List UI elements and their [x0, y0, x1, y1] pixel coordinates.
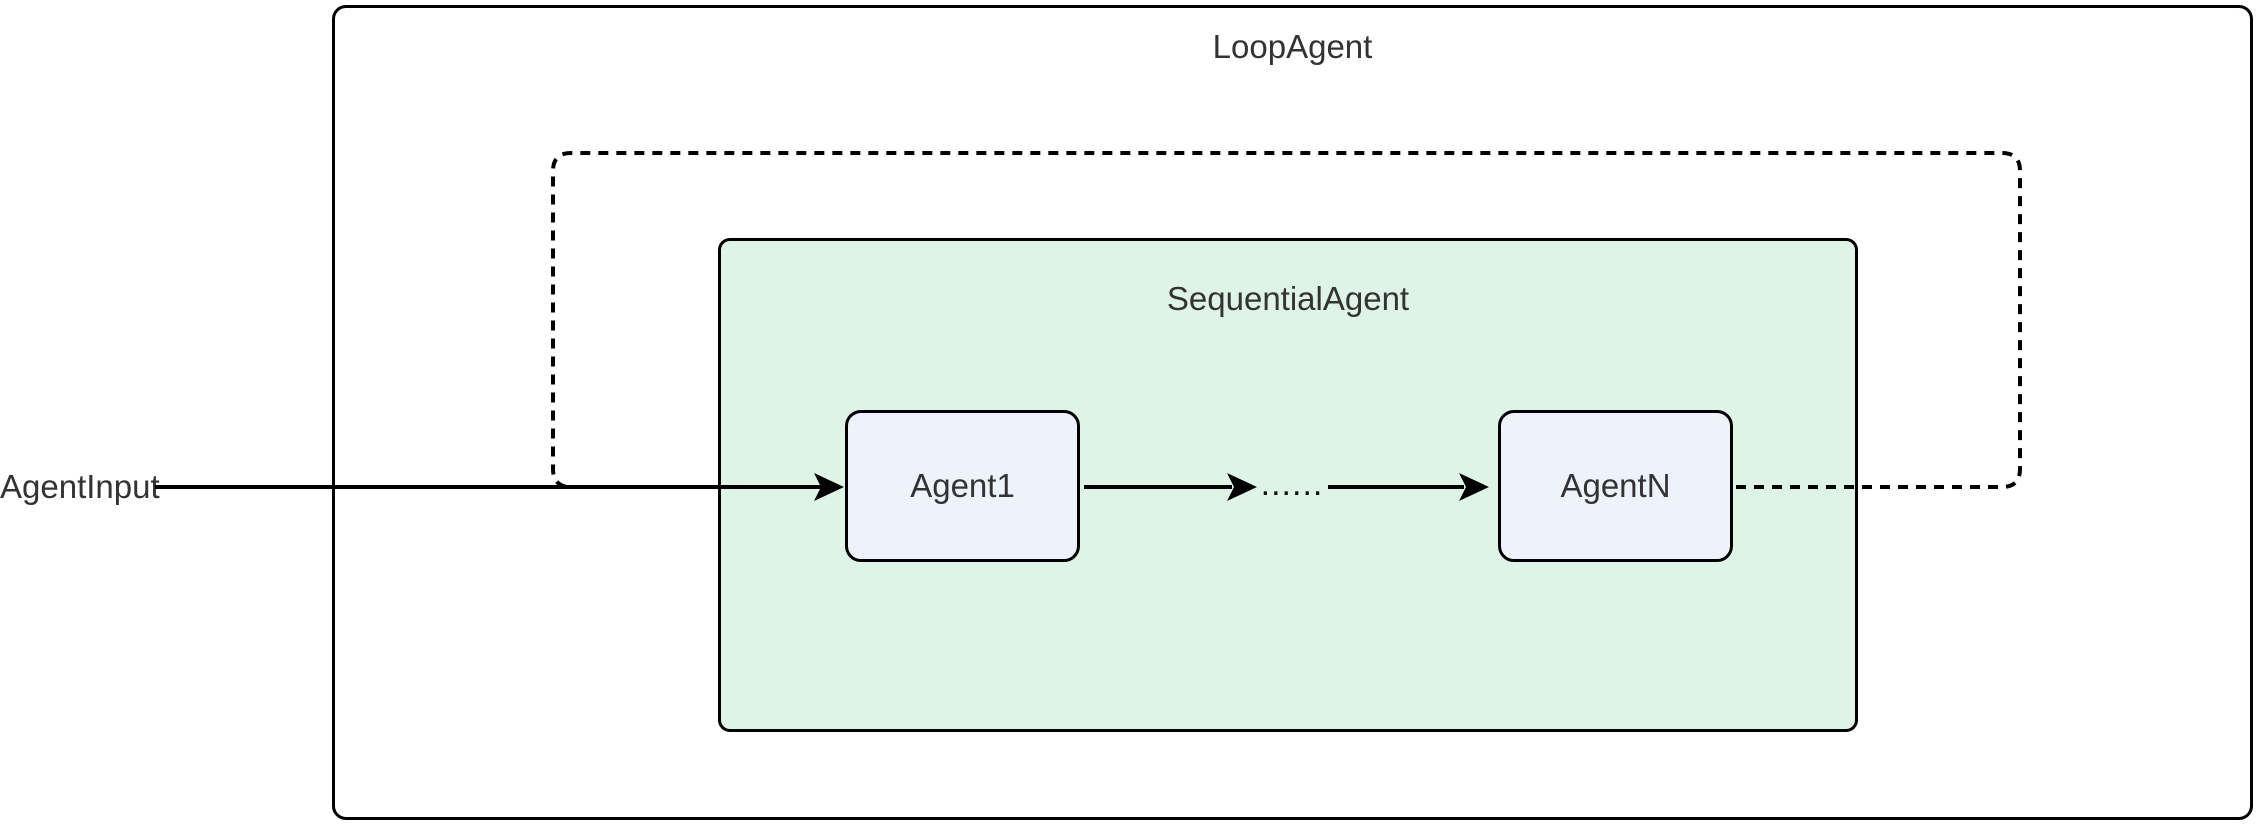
- agent1-node: Agent1: [845, 410, 1080, 562]
- loop-agent-container: [332, 5, 2253, 820]
- agent-input-label: AgentInput: [0, 468, 160, 505]
- agentN-label: AgentN: [1560, 467, 1671, 504]
- sequential-agent-title: SequentialAgent: [1166, 280, 1410, 317]
- agentN-node: AgentN: [1498, 410, 1733, 562]
- agent1-label: Agent1: [910, 467, 1015, 504]
- loop-agent-title: LoopAgent: [1212, 28, 1373, 65]
- edge-ellipsis-label: ......: [1260, 465, 1324, 503]
